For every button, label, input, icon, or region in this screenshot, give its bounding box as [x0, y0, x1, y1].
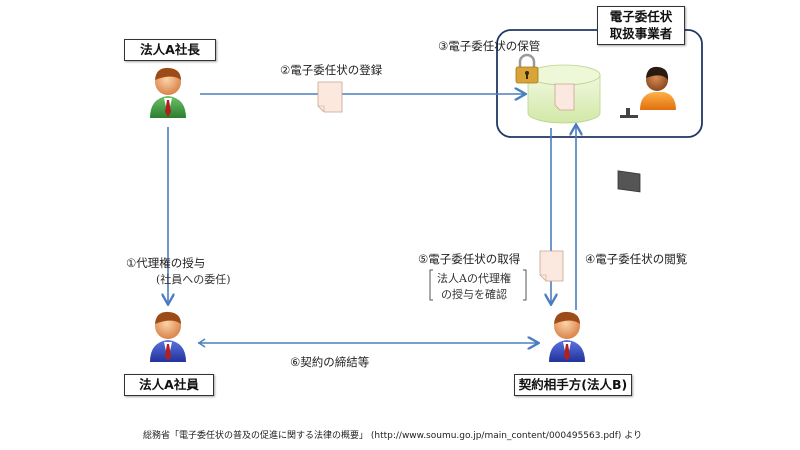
note-bracket-left: [429, 269, 433, 301]
provider-label-line1: 電子委任状: [609, 9, 673, 24]
provider-label: 電子委任状 取扱事業者: [597, 6, 685, 45]
step-contract-label: ⑥契約の締結等: [290, 355, 370, 369]
padlock-icon: [515, 53, 539, 84]
source-caption: 総務省「電子委任状の普及の促進に関する法律の概要」 (http://www.so…: [143, 431, 643, 441]
step-delegate-label: ①代理権の授与: [126, 256, 206, 270]
document-icon-register: [317, 81, 343, 113]
employee-label: 法人A社員: [124, 374, 214, 396]
operator-computer-icon: [617, 66, 676, 193]
arrow-contract-left-head: [197, 338, 206, 348]
counterparty-label: 契約相手方(法人B): [514, 374, 632, 396]
step-acquire-note-line2: の授与を確認: [441, 288, 507, 301]
provider-label-line2: 取扱事業者: [609, 26, 673, 41]
step-store-label: ③電子委任状の保管: [438, 39, 541, 53]
person-blue-icon: [150, 311, 186, 362]
step-view-label: ④電子委任状の閲覧: [585, 252, 688, 266]
step-register-label: ②電子委任状の登録: [280, 63, 383, 77]
president-label: 法人A社長: [124, 39, 216, 61]
database-icon: [527, 64, 601, 124]
step-delegate-sublabel: (社員への委任): [156, 273, 231, 286]
document-icon-acquire: [539, 250, 564, 282]
note-bracket-right: [523, 269, 527, 301]
step-acquire-note-line1: 法人Aの代理権: [437, 272, 511, 285]
step-acquire-label: ⑤電子委任状の取得: [418, 252, 521, 266]
person-green-icon: [150, 67, 186, 118]
person-blue-icon-counterparty: [549, 311, 585, 362]
